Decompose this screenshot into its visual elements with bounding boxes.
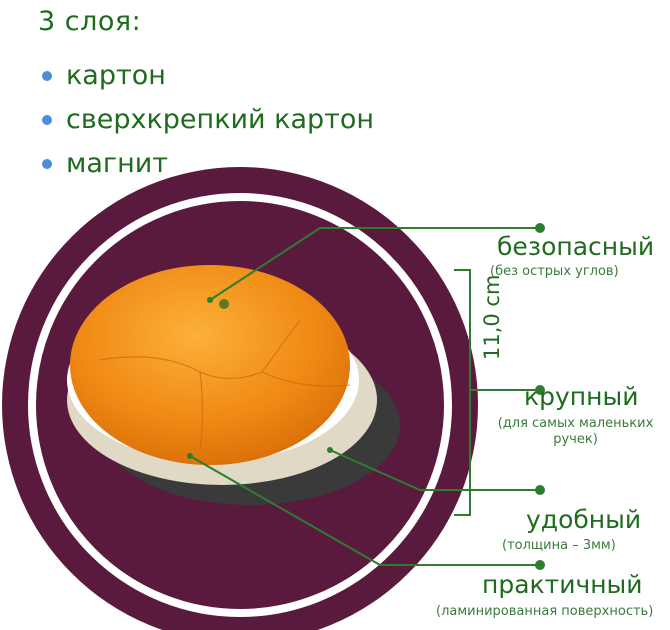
leader-origin-practical (187, 453, 193, 459)
dimension-label: 11,0 cm (480, 274, 504, 360)
leader-line-practical (189, 455, 540, 566)
leader-lines (189, 227, 540, 566)
layer-label: картон (66, 60, 166, 91)
layer-item: магнит (42, 142, 374, 186)
puzzle-cut-line (261, 371, 351, 387)
leader-dot-convenient (535, 485, 545, 495)
layer-label: магнит (66, 148, 169, 179)
leader-origin-safe (207, 297, 213, 303)
bullet-dot-icon (42, 71, 52, 81)
feature-sub-convenient: (толщина – 3мм) (502, 538, 616, 553)
orange-stem (219, 299, 229, 309)
leader-line-convenient (329, 449, 540, 491)
feature-title-practical: практичный (482, 570, 643, 599)
dimension-bracket (454, 269, 471, 516)
leader-line-safe (209, 227, 540, 301)
feature-title-large: крупный (524, 382, 639, 411)
feature-title-safe: безопасный (497, 232, 655, 261)
feature-sub-practical: (ламинированная поверхность) (436, 604, 654, 619)
leader-dot-large (535, 385, 545, 395)
feature-sub-safe: (без острых углов) (490, 264, 619, 279)
puzzle-cut-line (199, 371, 204, 451)
white-ring (28, 193, 452, 617)
layer-item: картон (42, 54, 374, 98)
layers-list: картон сверхкрепкий картон магнит (42, 54, 374, 186)
leader-dot-practical (535, 560, 545, 570)
feature-title-convenient: удобный (526, 505, 642, 534)
layers-heading: 3 слоя: (38, 6, 142, 37)
puzzle-cut-line (99, 319, 301, 380)
bullet-dot-icon (42, 159, 52, 169)
leader-origin-convenient (327, 447, 333, 453)
layer-item: сверхкрепкий картон (42, 98, 374, 142)
feature-sub-large: (для самых маленьких ручек) (497, 416, 654, 447)
leader-dot-safe (535, 223, 545, 233)
orange-fruit (70, 265, 350, 465)
layer-label: сверхкрепкий картон (66, 104, 375, 135)
bullet-dot-icon (42, 115, 52, 125)
